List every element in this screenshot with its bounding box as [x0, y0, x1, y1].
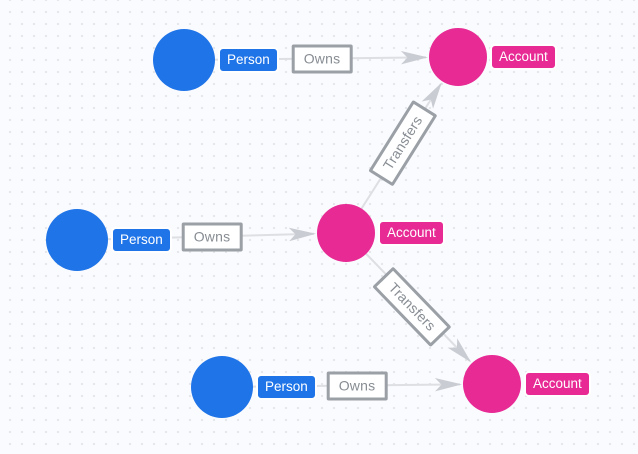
node-label-badge-person-1[interactable]: Person: [218, 47, 279, 73]
node-label-badge-account-3[interactable]: Account: [524, 371, 591, 397]
relationship-label-owns-2[interactable]: Owns: [181, 222, 243, 252]
node-label-text: Account: [499, 49, 548, 64]
person-node-person-1[interactable]: [153, 29, 215, 91]
relationship-label-text: Owns: [303, 50, 341, 67]
account-node-account-3[interactable]: [463, 355, 521, 413]
node-label-badge-person-2[interactable]: Person: [111, 227, 172, 253]
relationship-label-owns-1[interactable]: Owns: [291, 44, 353, 74]
node-label-badge-account-2[interactable]: Account: [378, 220, 445, 246]
node-label-text: Person: [265, 379, 308, 394]
node-label-text: Account: [387, 225, 436, 240]
relationship-label-text: Owns: [338, 377, 376, 394]
relationship-label-owns-3[interactable]: Owns: [326, 371, 388, 401]
account-node-account-2[interactable]: [317, 204, 375, 262]
account-node-account-1[interactable]: [429, 28, 487, 86]
person-node-person-3[interactable]: [191, 356, 253, 418]
person-node-person-2[interactable]: [46, 209, 108, 271]
node-label-text: Account: [533, 376, 582, 391]
node-label-text: Person: [227, 52, 270, 67]
node-label-badge-person-3[interactable]: Person: [256, 374, 317, 400]
node-label-badge-account-1[interactable]: Account: [490, 44, 557, 70]
node-label-text: Person: [120, 232, 163, 247]
relationship-label-text: Owns: [193, 228, 231, 245]
